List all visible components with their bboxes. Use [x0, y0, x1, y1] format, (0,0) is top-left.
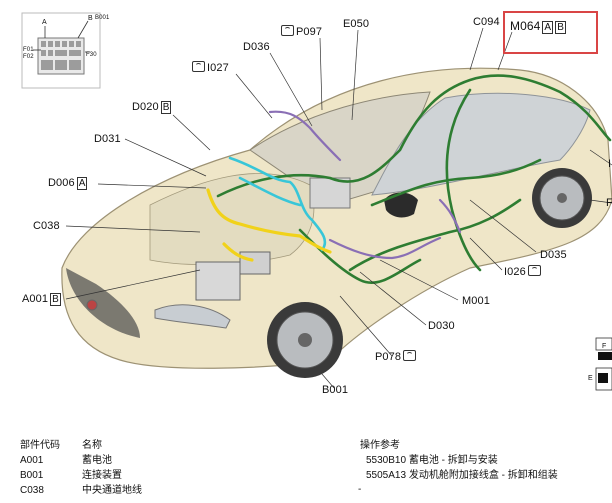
callout-c094[interactable]: C094 [473, 16, 500, 28]
header-name: 名称 [82, 440, 102, 451]
callout-edge-f[interactable]: F [606, 197, 612, 209]
callout-a001-box-b: B [50, 293, 61, 306]
leader-lines [65, 27, 612, 389]
callout-i026[interactable]: I026 [504, 265, 543, 279]
row-name: 中央通道地线 [82, 485, 142, 496]
operation-reference: 操作参考 5530B10 蓄电池 - 拆卸与安装 5505A13 发动机舱附加接… [360, 438, 558, 483]
inset-label-b: B [88, 15, 93, 22]
callout-a001-code: A001 [22, 293, 49, 305]
fuse-box-inset [21, 12, 101, 89]
table-header: 部件代码 名称 [20, 438, 232, 453]
wireless-icon [527, 265, 541, 276]
callout-d006-box-a: A [76, 177, 88, 190]
parts-table: 部件代码 名称 A001 蓄电池 B001 连接装置 C038 中央通道地线 [20, 438, 232, 498]
harness-yellow [206, 188, 332, 262]
side-legend-e: E [588, 375, 593, 382]
wiring-harnesses [206, 74, 612, 284]
callout-m001[interactable]: M001 [462, 295, 490, 307]
callout-b001[interactable]: B001 [322, 384, 349, 396]
row-name: 连接装置 [82, 470, 122, 481]
row-code: C038 [20, 485, 44, 496]
callout-d006-code: D006 [48, 177, 75, 189]
harness-purple [268, 110, 462, 260]
callout-d030[interactable]: D030 [428, 320, 455, 332]
callout-d035[interactable]: D035 [540, 249, 567, 261]
callout-p097-code: P097 [296, 26, 323, 38]
harness-cyan [228, 156, 327, 252]
inset-label-b001: B001 [95, 15, 110, 21]
inset-label-a: A [42, 19, 47, 26]
callout-i027-code: I027 [207, 62, 229, 74]
car-body [61, 67, 612, 378]
callout-m064-box-b: B [555, 21, 566, 34]
wireless-icon [281, 25, 294, 36]
side-legend-f: F [602, 343, 607, 350]
wireless-icon [403, 350, 417, 361]
callout-p078[interactable]: P078 [375, 350, 418, 364]
table-row: B001 连接装置 [20, 468, 232, 483]
reference-link[interactable]: 5530B10 蓄电池 - 拆卸与安装 [366, 455, 498, 466]
reference-link[interactable]: 5505A13 发动机舱附加接线盒 - 拆卸和组装 [366, 470, 558, 481]
row-code: A001 [20, 455, 44, 466]
header-code: 部件代码 [20, 440, 60, 451]
table-row: C038 中央通道地线 [20, 483, 232, 498]
row-name: 蓄电池 [82, 455, 112, 466]
inset-label-f30: F30 [86, 52, 97, 58]
harness-green [216, 74, 612, 284]
callout-i027[interactable]: I027 [190, 61, 229, 75]
callout-d020-box-b: B [160, 101, 172, 114]
wireless-icon [192, 61, 205, 72]
row-code: B001 [20, 470, 44, 481]
reference-placeholder: - [358, 484, 362, 495]
callout-i026-code: I026 [504, 266, 526, 278]
callout-d031[interactable]: D031 [94, 133, 121, 145]
reference-header: 操作参考 [360, 440, 400, 451]
callout-e050[interactable]: E050 [343, 18, 370, 30]
callout-p078-code: P078 [375, 351, 402, 363]
callout-c038[interactable]: C038 [33, 220, 60, 232]
callout-d036[interactable]: D036 [243, 41, 270, 53]
table-row: A001 蓄电池 [20, 453, 232, 468]
inset-label-f02: F02 [23, 54, 34, 60]
callout-edge-i[interactable]: I [608, 158, 612, 170]
callout-d020-code: D020 [132, 101, 159, 113]
highlight-frame [503, 11, 598, 54]
callout-m064-box-a: A [542, 21, 554, 34]
callout-p097[interactable]: P097 [279, 25, 322, 39]
inset-label-f01: F01 [23, 47, 34, 53]
callout-m064-code: M064 [510, 19, 541, 33]
side-legend [595, 337, 612, 391]
